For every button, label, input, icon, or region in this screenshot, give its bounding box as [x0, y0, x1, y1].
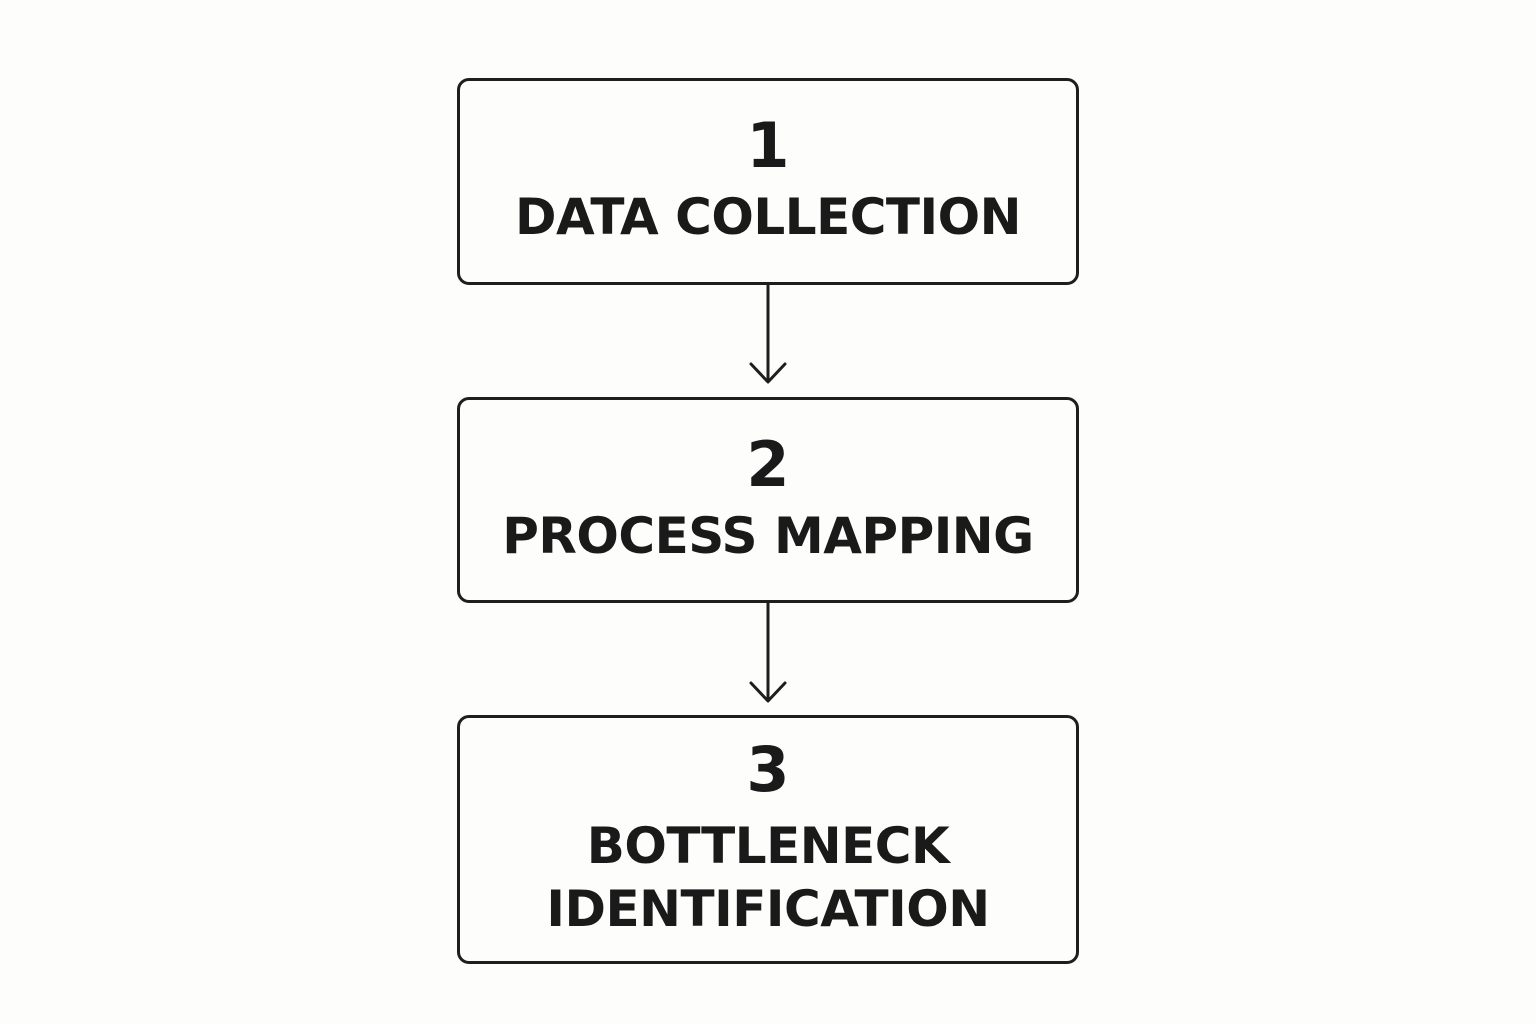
step-label: BOTTLENECK IDENTIFICATION — [546, 817, 990, 938]
arrow-2-to-3 — [749, 601, 787, 703]
arrow-1-to-2 — [749, 283, 787, 384]
step-box-bottleneck-identification: 3 BOTTLENECK IDENTIFICATION — [457, 715, 1079, 964]
step-label: PROCESS MAPPING — [502, 507, 1034, 565]
arrow-2-head — [749, 681, 787, 703]
step-box-process-mapping: 2 PROCESS MAPPING — [457, 397, 1079, 603]
step-number: 2 — [746, 428, 790, 501]
step-number: 1 — [746, 108, 790, 182]
step-label: DATA COLLECTION — [515, 187, 1021, 246]
step-number: 3 — [746, 733, 790, 806]
step-box-data-collection: 1 DATA COLLECTION — [457, 78, 1079, 285]
arrow-1-head — [749, 362, 787, 384]
